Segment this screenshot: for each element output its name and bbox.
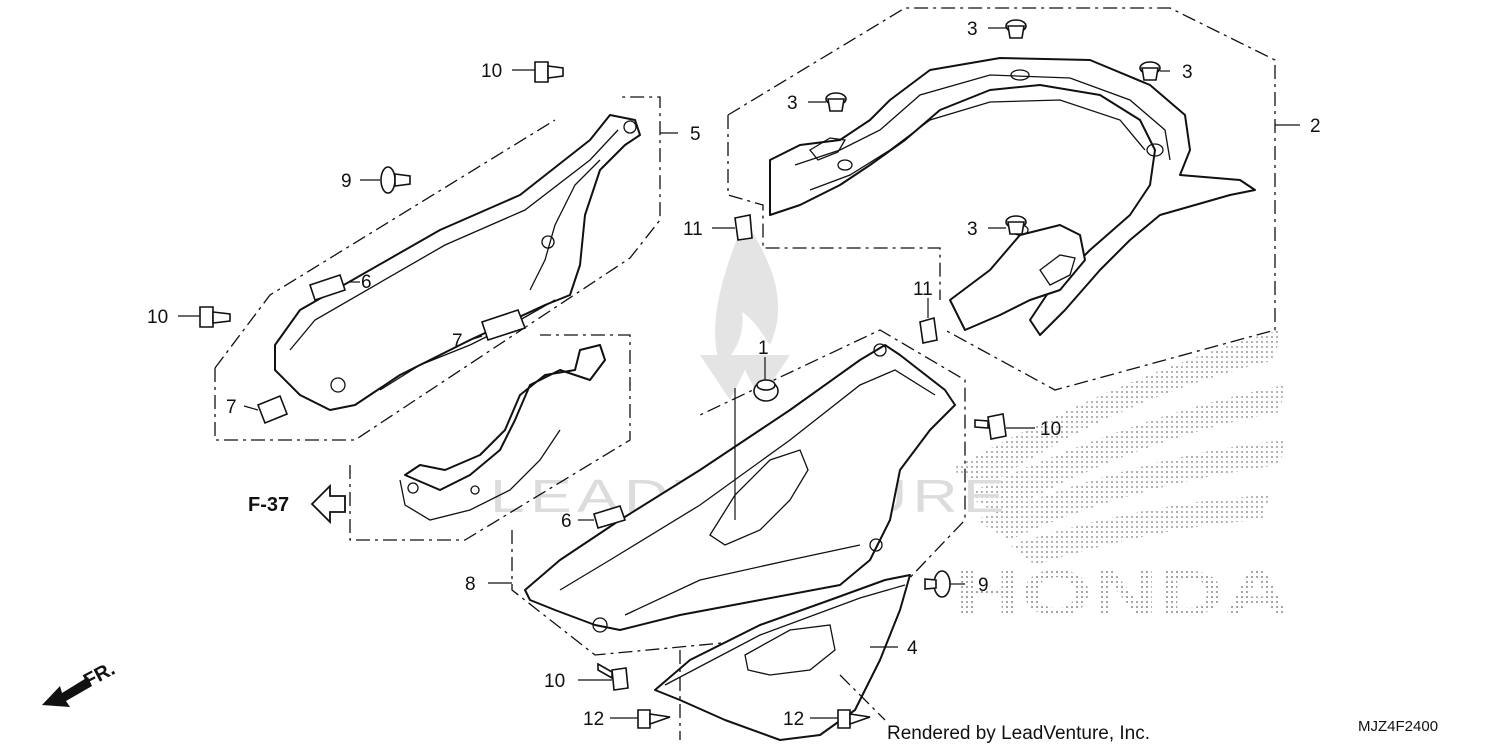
nut-3-lower bbox=[1005, 215, 1027, 235]
callout-1: 1 bbox=[758, 338, 769, 359]
callout-6-lower: 6 bbox=[561, 511, 572, 532]
callout-4: 4 bbox=[907, 638, 918, 659]
callout-10-lower: 10 bbox=[544, 671, 565, 692]
diagram-code: MJZ4F2400 bbox=[1358, 718, 1438, 735]
leader-lines bbox=[178, 27, 1300, 719]
callout-labels: 1 2 3 3 3 3 4 5 6 6 7 7 8 9 9 10 10 10 1… bbox=[147, 19, 1321, 730]
left-side-cover-assembly bbox=[214, 96, 661, 441]
callout-10-left: 10 bbox=[147, 307, 168, 328]
callout-11-lower: 11 bbox=[913, 279, 933, 300]
nut-3-right bbox=[1139, 61, 1161, 81]
callout-3-top: 3 bbox=[967, 19, 978, 40]
callout-11-upper: 11 bbox=[683, 219, 703, 240]
callout-6-upper: 6 bbox=[361, 272, 372, 293]
callout-12-right: 12 bbox=[783, 709, 804, 730]
bolt-10-left bbox=[199, 306, 231, 328]
bolt-9-upper bbox=[380, 166, 411, 194]
honda-wing-watermark bbox=[950, 330, 1285, 565]
grommet-1 bbox=[753, 379, 779, 402]
callout-5: 5 bbox=[690, 124, 701, 145]
lower-cover bbox=[654, 574, 911, 741]
bolt-10-lower bbox=[597, 662, 629, 691]
credit-text: Rendered by LeadVenture, Inc. bbox=[887, 723, 1150, 744]
reference-arrow-icon bbox=[310, 483, 346, 525]
callout-10-upper: 10 bbox=[481, 61, 502, 82]
callout-3-left: 3 bbox=[787, 93, 798, 114]
clip-11-upper bbox=[734, 214, 753, 241]
clip-11-lower bbox=[919, 316, 938, 344]
callout-7-left: 7 bbox=[226, 397, 237, 418]
screw-12-right bbox=[837, 709, 871, 729]
nut-3-left bbox=[825, 92, 847, 112]
callout-3-right: 3 bbox=[1182, 62, 1193, 83]
rubber-cushion-7-mid bbox=[480, 309, 527, 342]
callout-7-mid: 7 bbox=[452, 331, 463, 352]
rubber-cushion-6-lower bbox=[593, 505, 627, 529]
main-side-cover-assembly bbox=[511, 329, 966, 656]
callout-9-upper: 9 bbox=[341, 171, 352, 192]
callout-2: 2 bbox=[1310, 116, 1321, 137]
nut-3-top bbox=[1005, 19, 1027, 39]
side-cover-bracket bbox=[349, 334, 631, 541]
grab-rail-assembly bbox=[727, 7, 1276, 391]
bolt-10-upper bbox=[534, 61, 564, 83]
honda-logo-watermark: HONDA bbox=[955, 557, 1290, 629]
callout-8: 8 bbox=[465, 574, 476, 595]
callout-9-lower: 9 bbox=[978, 575, 989, 596]
reference-f37: F-37 bbox=[248, 483, 346, 525]
front-arrow-icon bbox=[42, 677, 92, 707]
bolt-9-lower bbox=[924, 570, 951, 598]
callout-10-right: 10 bbox=[1040, 419, 1061, 440]
callout-12-left: 12 bbox=[583, 709, 604, 730]
screw-12-left bbox=[637, 709, 671, 729]
reference-f37-label: F-37 bbox=[248, 494, 289, 516]
rubber-cushion-6-upper bbox=[308, 273, 347, 302]
flame-logo-watermark bbox=[700, 220, 790, 400]
rubber-cushion-7-left bbox=[256, 394, 289, 425]
front-direction-marker: FR. bbox=[42, 658, 119, 707]
bolt-10-right bbox=[974, 413, 1007, 440]
callout-3-lower: 3 bbox=[967, 219, 978, 240]
